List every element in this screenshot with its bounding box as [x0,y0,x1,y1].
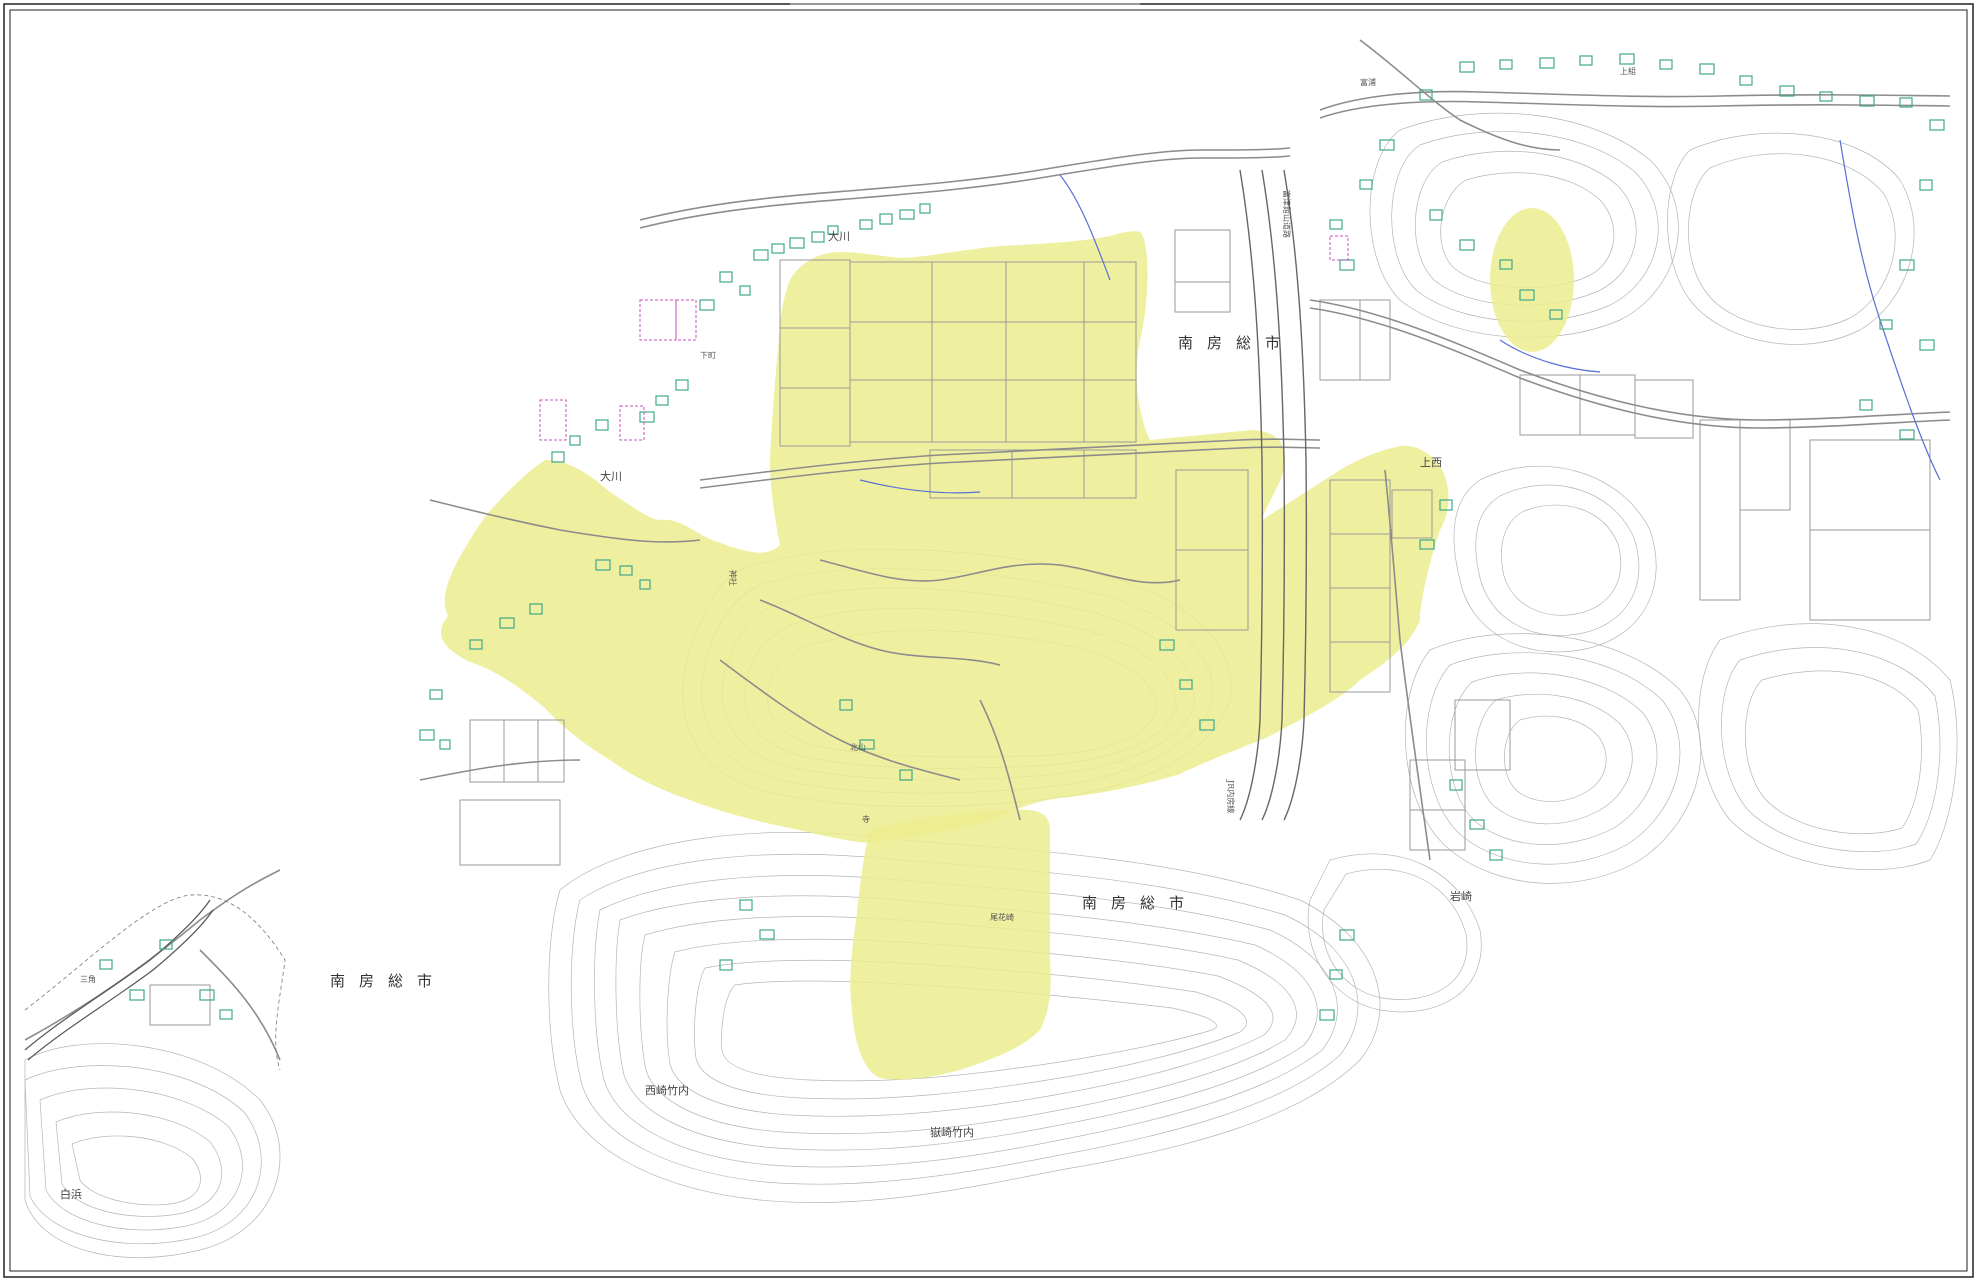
place-nishizaki-takeuchi: 西崎竹内 [645,1083,689,1097]
place-mitsu: 三角 [80,974,96,984]
expressway [1239,169,1308,821]
place-kitayama: 北山 [850,742,866,752]
place-kaminishi: 上西 [1420,456,1442,469]
temple-label: 寺 [862,815,870,824]
place-takesaki-takeuchi: 嶽崎竹内 [930,1125,974,1139]
inset-boundary [24,894,286,1071]
place-ohanazaki: 尾花崎 [990,912,1014,922]
place-iwasaki: 岩崎 [1450,889,1472,903]
place-aza-shimo: 下町 [700,351,716,360]
place-okawa-middle: 大川 [828,229,850,243]
railway [24,899,214,1061]
pink-parcels [539,235,1349,441]
city-label-left: 南房総市 [330,972,446,990]
city-label-middle: 南房総市 [1082,894,1198,912]
roads [24,39,1951,1061]
map-inner-border [9,9,1968,1272]
designated-area-overlay [440,208,1574,1080]
place-kuzumi: 白浜 [60,1187,82,1201]
place-aza-kami: 上組 [1620,66,1636,76]
road-label-expressway: 富津館山道路 [1282,190,1292,238]
city-label-upper: 南房総市 [1178,334,1294,352]
place-tomiura: 富浦 [1360,77,1376,87]
railway-label: JR内房線 [1226,779,1236,813]
buildings [99,53,1945,1021]
shrine-label: 神社 [728,570,738,586]
map-labels: 南房総市 南房総市 南房総市 大川 大川 白浜 西崎竹内 嶽崎竹内 上西 岩崎 … [60,66,1636,1201]
place-okawa-upper: 大川 [600,469,622,483]
